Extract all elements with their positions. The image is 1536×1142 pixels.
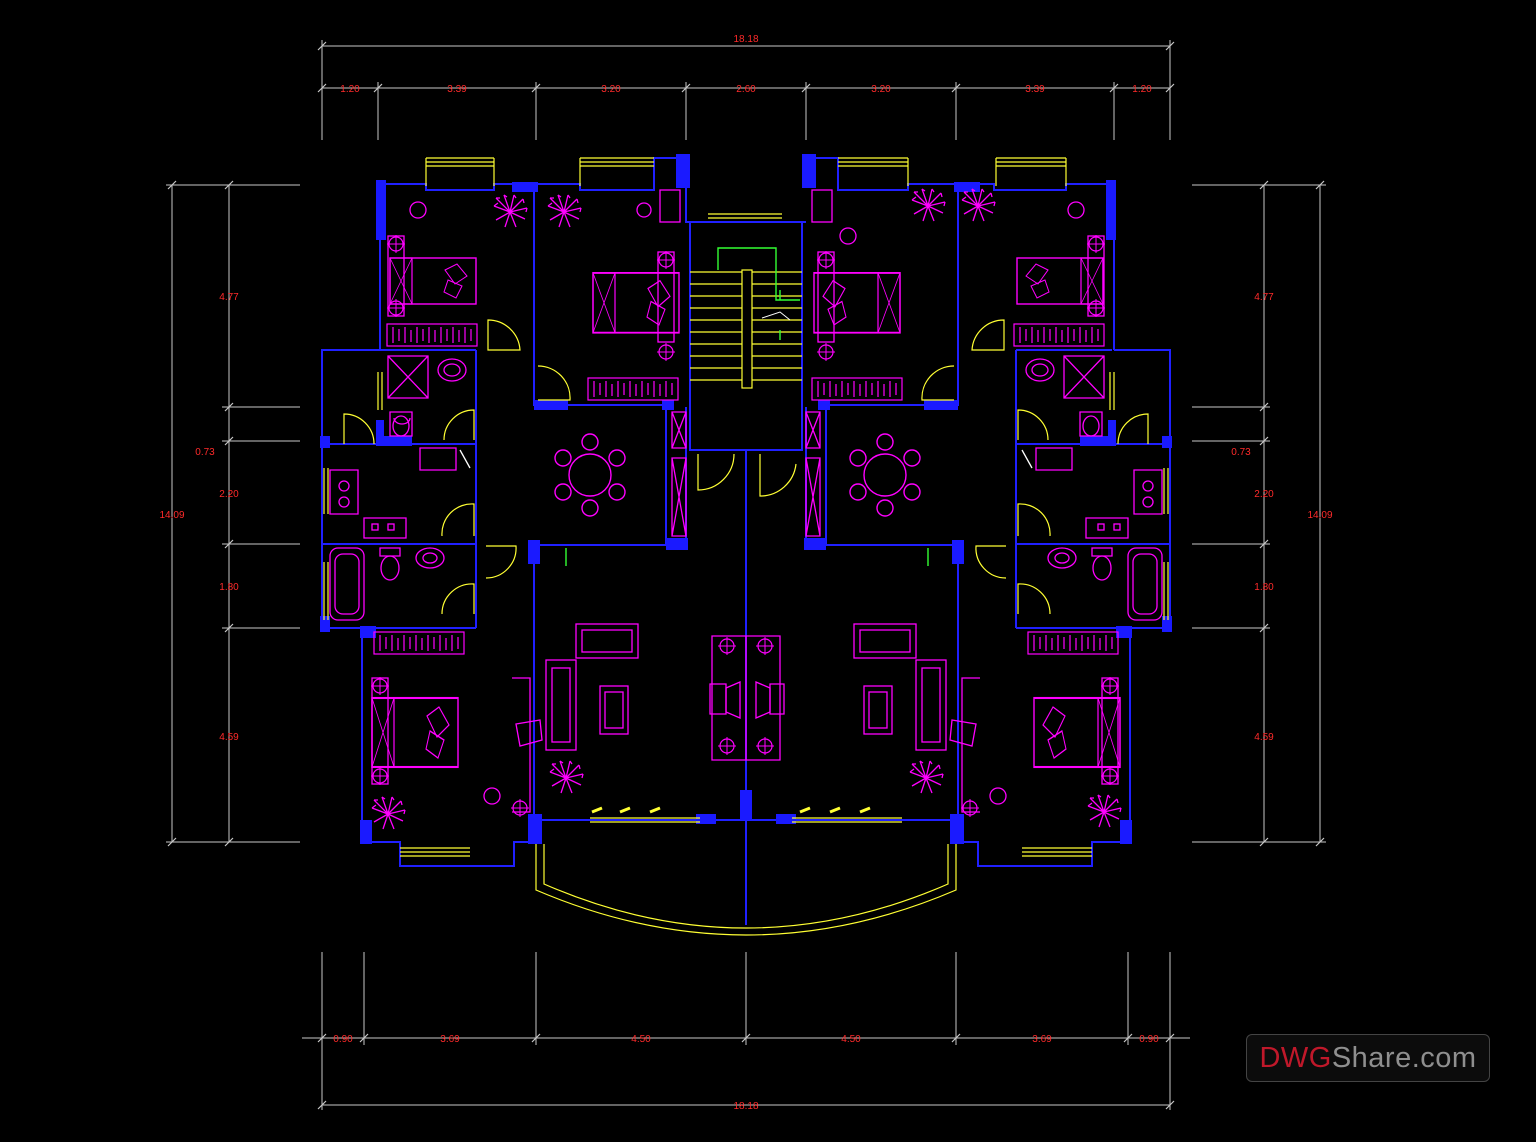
furniture	[329, 188, 1163, 830]
dim-top-seg-1: 1.20	[340, 84, 360, 95]
dim-right-seg-2: 0.73	[1231, 447, 1251, 458]
dim-top-seg-4: 2.60	[736, 84, 756, 95]
dim-bottom-overall: 18.18	[733, 1101, 758, 1112]
dim-right-seg-5: 4.59	[1254, 732, 1274, 743]
watermark-part-1: DWG	[1259, 1041, 1332, 1074]
dim-right-seg-3: 2.20	[1254, 489, 1274, 500]
dim-left-seg-4: 1.80	[219, 582, 239, 593]
dim-left-total: 14.09	[159, 510, 184, 521]
dim-left-seg-5: 4.59	[219, 732, 239, 743]
dim-bottom-seg-2: 3.69	[440, 1034, 460, 1045]
dim-top-seg-3: 3.20	[601, 84, 621, 95]
dim-left-seg-1: 4.77	[219, 292, 239, 303]
dim-top-seg-2: 3.39	[447, 84, 467, 95]
dim-bottom-seg-5: 3.69	[1032, 1034, 1052, 1045]
dim-top-seg-6: 3.39	[1025, 84, 1045, 95]
windows	[323, 157, 1169, 936]
dimension-lines	[166, 40, 1326, 1110]
dimension-ticks	[167, 41, 1325, 1110]
dim-top-seg-5: 3.20	[871, 84, 891, 95]
dim-top-overall: 18.18	[733, 34, 758, 45]
dim-top-seg-7: 1.20	[1132, 84, 1152, 95]
dim-right-seg-4: 1.80	[1254, 582, 1274, 593]
stair-handrail	[565, 247, 929, 566]
dim-left-seg-2: 0.73	[195, 447, 215, 458]
dimension-labels: 18.18 1.20 3.39 3.20 2.60 3.20 3.39 1.20…	[159, 34, 1332, 1112]
watermark-part-2: Share.com	[1331, 1041, 1477, 1074]
dim-right-seg-1: 4.77	[1254, 292, 1274, 303]
wall-columns	[320, 154, 1172, 844]
dim-bottom-seg-1: 0.90	[333, 1034, 353, 1045]
dim-bottom-seg-6: 0.90	[1139, 1034, 1159, 1045]
dim-right-total: 14.09	[1307, 510, 1332, 521]
dim-bottom-seg-3: 4.50	[631, 1034, 651, 1045]
dim-left-seg-3: 2.20	[219, 489, 239, 500]
dim-bottom-seg-4: 4.50	[841, 1034, 861, 1045]
